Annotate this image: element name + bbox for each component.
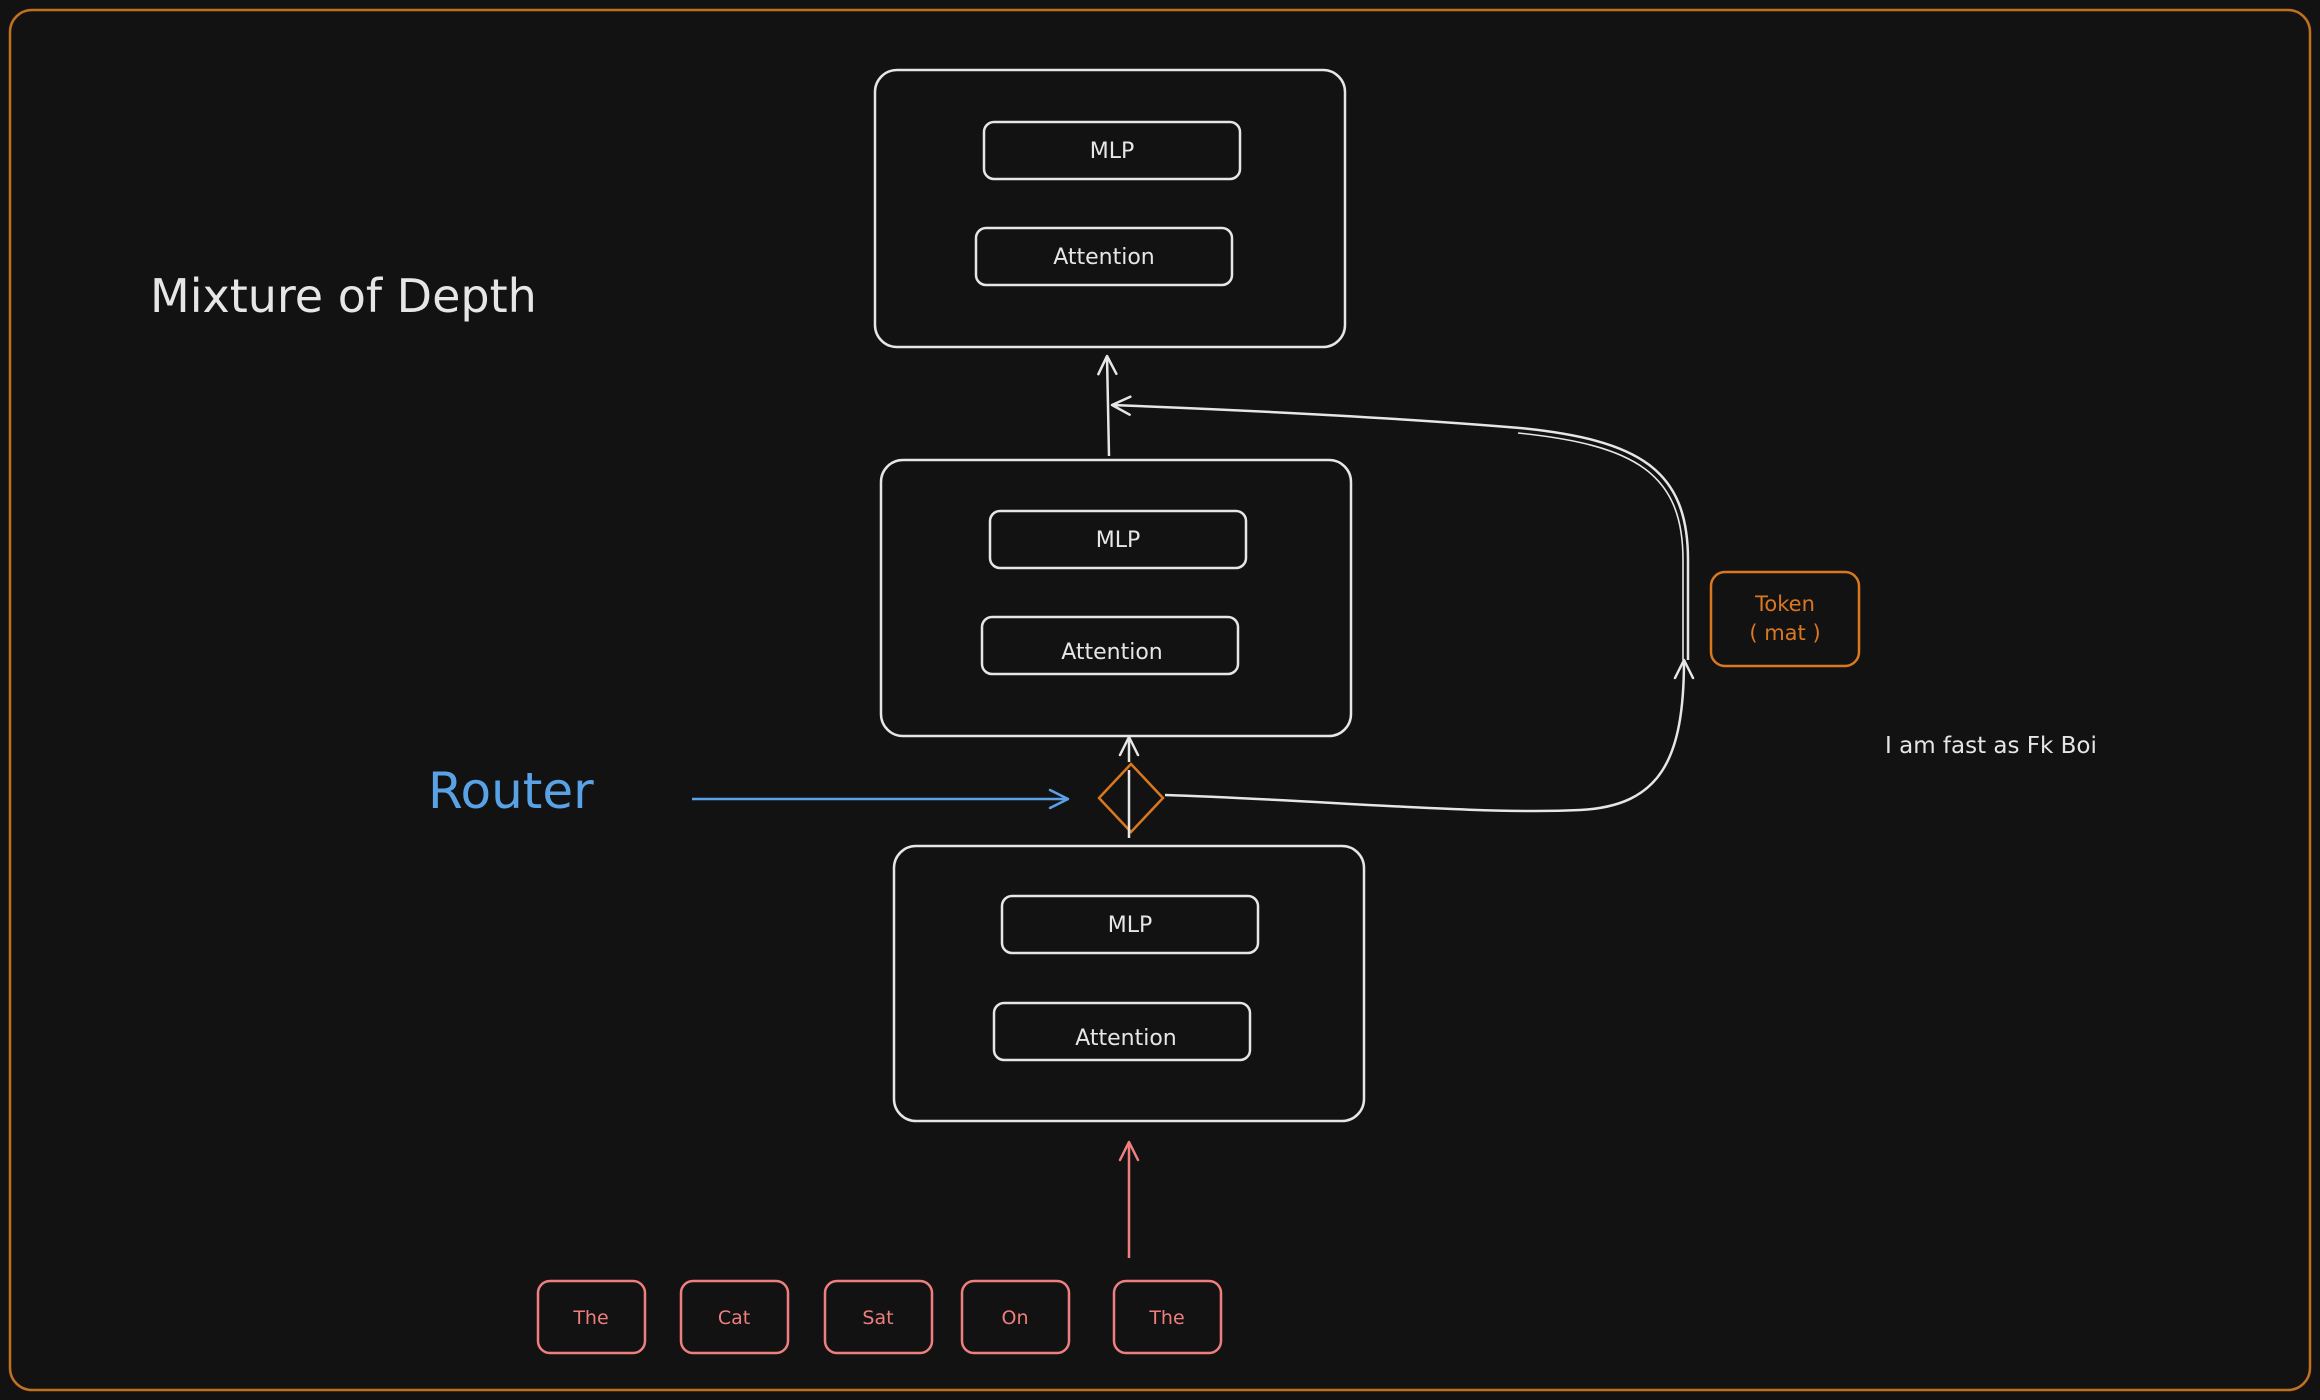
token-box-line2: ( mat ) <box>1749 621 1820 645</box>
skip-connection-return <box>1110 395 1690 660</box>
input-token[interactable]: The <box>1112 1279 1223 1355</box>
skip-connection-out <box>1164 658 1695 813</box>
router-label: Router <box>428 762 594 820</box>
input-token[interactable]: On <box>960 1279 1071 1355</box>
mlp-label: MLP <box>1108 913 1153 938</box>
attention-box[interactable] <box>992 1001 1252 1062</box>
mlp-box[interactable] <box>982 120 1242 181</box>
block-container <box>879 458 1353 738</box>
transformer-block-middle[interactable]: MLP Attention <box>879 458 1353 738</box>
mlp-box[interactable] <box>1000 894 1260 955</box>
attention-label: Attention <box>1053 245 1155 270</box>
block-container <box>892 844 1366 1123</box>
input-token-label: Cat <box>718 1307 750 1329</box>
attention-label: Attention <box>1061 640 1163 665</box>
middle-to-top-arrow <box>1097 354 1118 457</box>
token-box[interactable]: Token ( mat ) <box>1709 570 1861 668</box>
block-container <box>873 68 1347 349</box>
attention-label: Attention <box>1075 1026 1177 1051</box>
input-token-box <box>960 1279 1071 1355</box>
input-token[interactable]: The <box>536 1279 647 1355</box>
mlp-box[interactable] <box>988 509 1248 570</box>
transformer-block-bottom[interactable]: MLP Attention <box>892 844 1366 1123</box>
input-token-row: The Cat Sat On The <box>536 1279 1223 1355</box>
input-token[interactable]: Sat <box>823 1279 934 1355</box>
mlp-label: MLP <box>1096 528 1141 553</box>
transformer-block-top[interactable]: MLP Attention <box>873 68 1347 349</box>
router-diamond[interactable] <box>1097 762 1165 834</box>
attention-box[interactable] <box>980 615 1240 676</box>
diagram-title: Mixture of Depth <box>150 269 537 323</box>
side-note: I am fast as Fk Boi <box>1885 733 2097 759</box>
input-token-box <box>679 1279 790 1355</box>
mlp-label: MLP <box>1090 139 1135 164</box>
input-token-label: On <box>1002 1307 1029 1329</box>
token-box-line1: Token <box>1754 592 1815 616</box>
token-box-outline <box>1709 570 1861 668</box>
input-token-box <box>1112 1279 1223 1355</box>
input-token-label: Sat <box>862 1307 893 1329</box>
input-token-box <box>823 1279 934 1355</box>
input-token[interactable]: Cat <box>679 1279 790 1355</box>
input-token-label: The <box>1148 1307 1184 1329</box>
input-token-box <box>536 1279 647 1355</box>
skip-connection-return-double <box>1517 432 1684 660</box>
attention-box[interactable] <box>974 226 1234 287</box>
input-token-label: The <box>572 1307 608 1329</box>
canvas-frame <box>8 8 2312 1392</box>
